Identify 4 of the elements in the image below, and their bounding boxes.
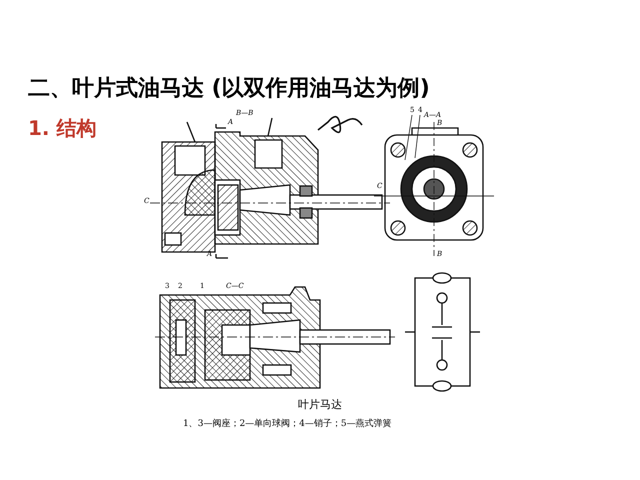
figure-caption: 叶片马达 — [298, 399, 342, 410]
section-heading: 1. 结构 — [28, 118, 96, 138]
parts-key: 1、3—阀座；2—单向球阀；4—销子；5—燕式弹簧 — [183, 420, 392, 429]
slide-title: 二、叶片式油马达 (以双作用油马达为例) — [28, 78, 430, 100]
